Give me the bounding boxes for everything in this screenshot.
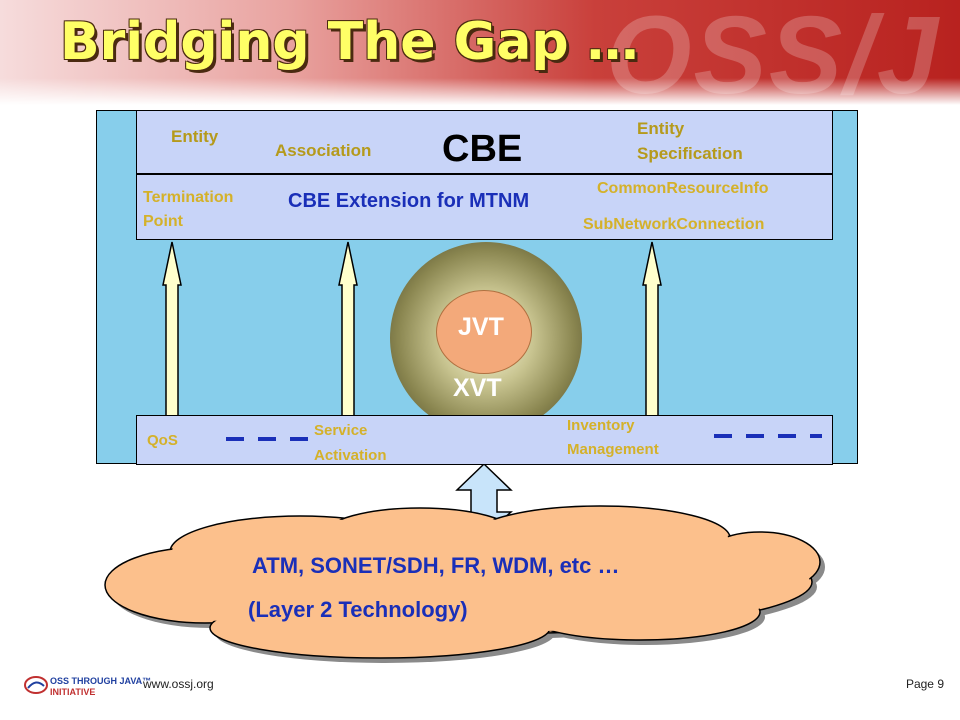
xvt-label: XVT bbox=[453, 374, 502, 402]
page-number: Page 9 bbox=[905, 677, 944, 691]
inventory-management-label-1: Inventory bbox=[567, 417, 635, 434]
jvt-circle bbox=[436, 290, 532, 374]
cbe-extension-title: CBE Extension for MTNM bbox=[288, 190, 530, 212]
up-arrow-inventory bbox=[642, 241, 662, 417]
termination-point-label-1: Termination bbox=[143, 189, 234, 206]
cbe-box bbox=[136, 110, 833, 174]
cloud-fill bbox=[107, 508, 818, 656]
service-activation-label-2: Activation bbox=[314, 447, 387, 464]
ossj-logo-line1: OSS THROUGH JAVA™ bbox=[50, 676, 152, 686]
cbe-entity-spec-label-1: Entity bbox=[637, 119, 685, 138]
technology-layer-label: (Layer 2 Technology) bbox=[248, 597, 468, 622]
up-arrow-service bbox=[338, 241, 358, 417]
up-arrow-qos bbox=[162, 241, 182, 417]
cbe-association-label: Association bbox=[275, 141, 372, 160]
qos-label: QoS bbox=[147, 432, 178, 449]
dashed-connector-right bbox=[714, 434, 822, 438]
cbe-title: CBE bbox=[442, 128, 523, 170]
inventory-management-label-2: Management bbox=[567, 441, 659, 458]
cbe-extension-box bbox=[136, 174, 833, 240]
termination-point-label-2: Point bbox=[143, 213, 183, 230]
common-resource-info-label: CommonResourceInfo bbox=[597, 180, 769, 197]
dashed-connector-left bbox=[226, 437, 314, 441]
ossj-logo-icon bbox=[24, 676, 48, 694]
footer-url[interactable]: www.ossj.org bbox=[143, 677, 214, 691]
slide-title: Bridging The Gap … bbox=[60, 12, 639, 72]
cbe-entity-spec-label-2: Specification bbox=[637, 144, 743, 163]
subnetwork-connection-label: SubNetworkConnection bbox=[583, 216, 765, 233]
technology-list: ATM, SONET/SDH, FR, WDM, etc … bbox=[252, 553, 620, 578]
jvt-label: JVT bbox=[458, 313, 504, 341]
header-fade bbox=[0, 78, 960, 105]
services-box bbox=[136, 415, 833, 465]
cbe-entity-label: Entity bbox=[171, 127, 219, 146]
service-activation-label-1: Service bbox=[314, 422, 368, 439]
ossj-logo-line2: INITIATIVE bbox=[50, 687, 96, 697]
